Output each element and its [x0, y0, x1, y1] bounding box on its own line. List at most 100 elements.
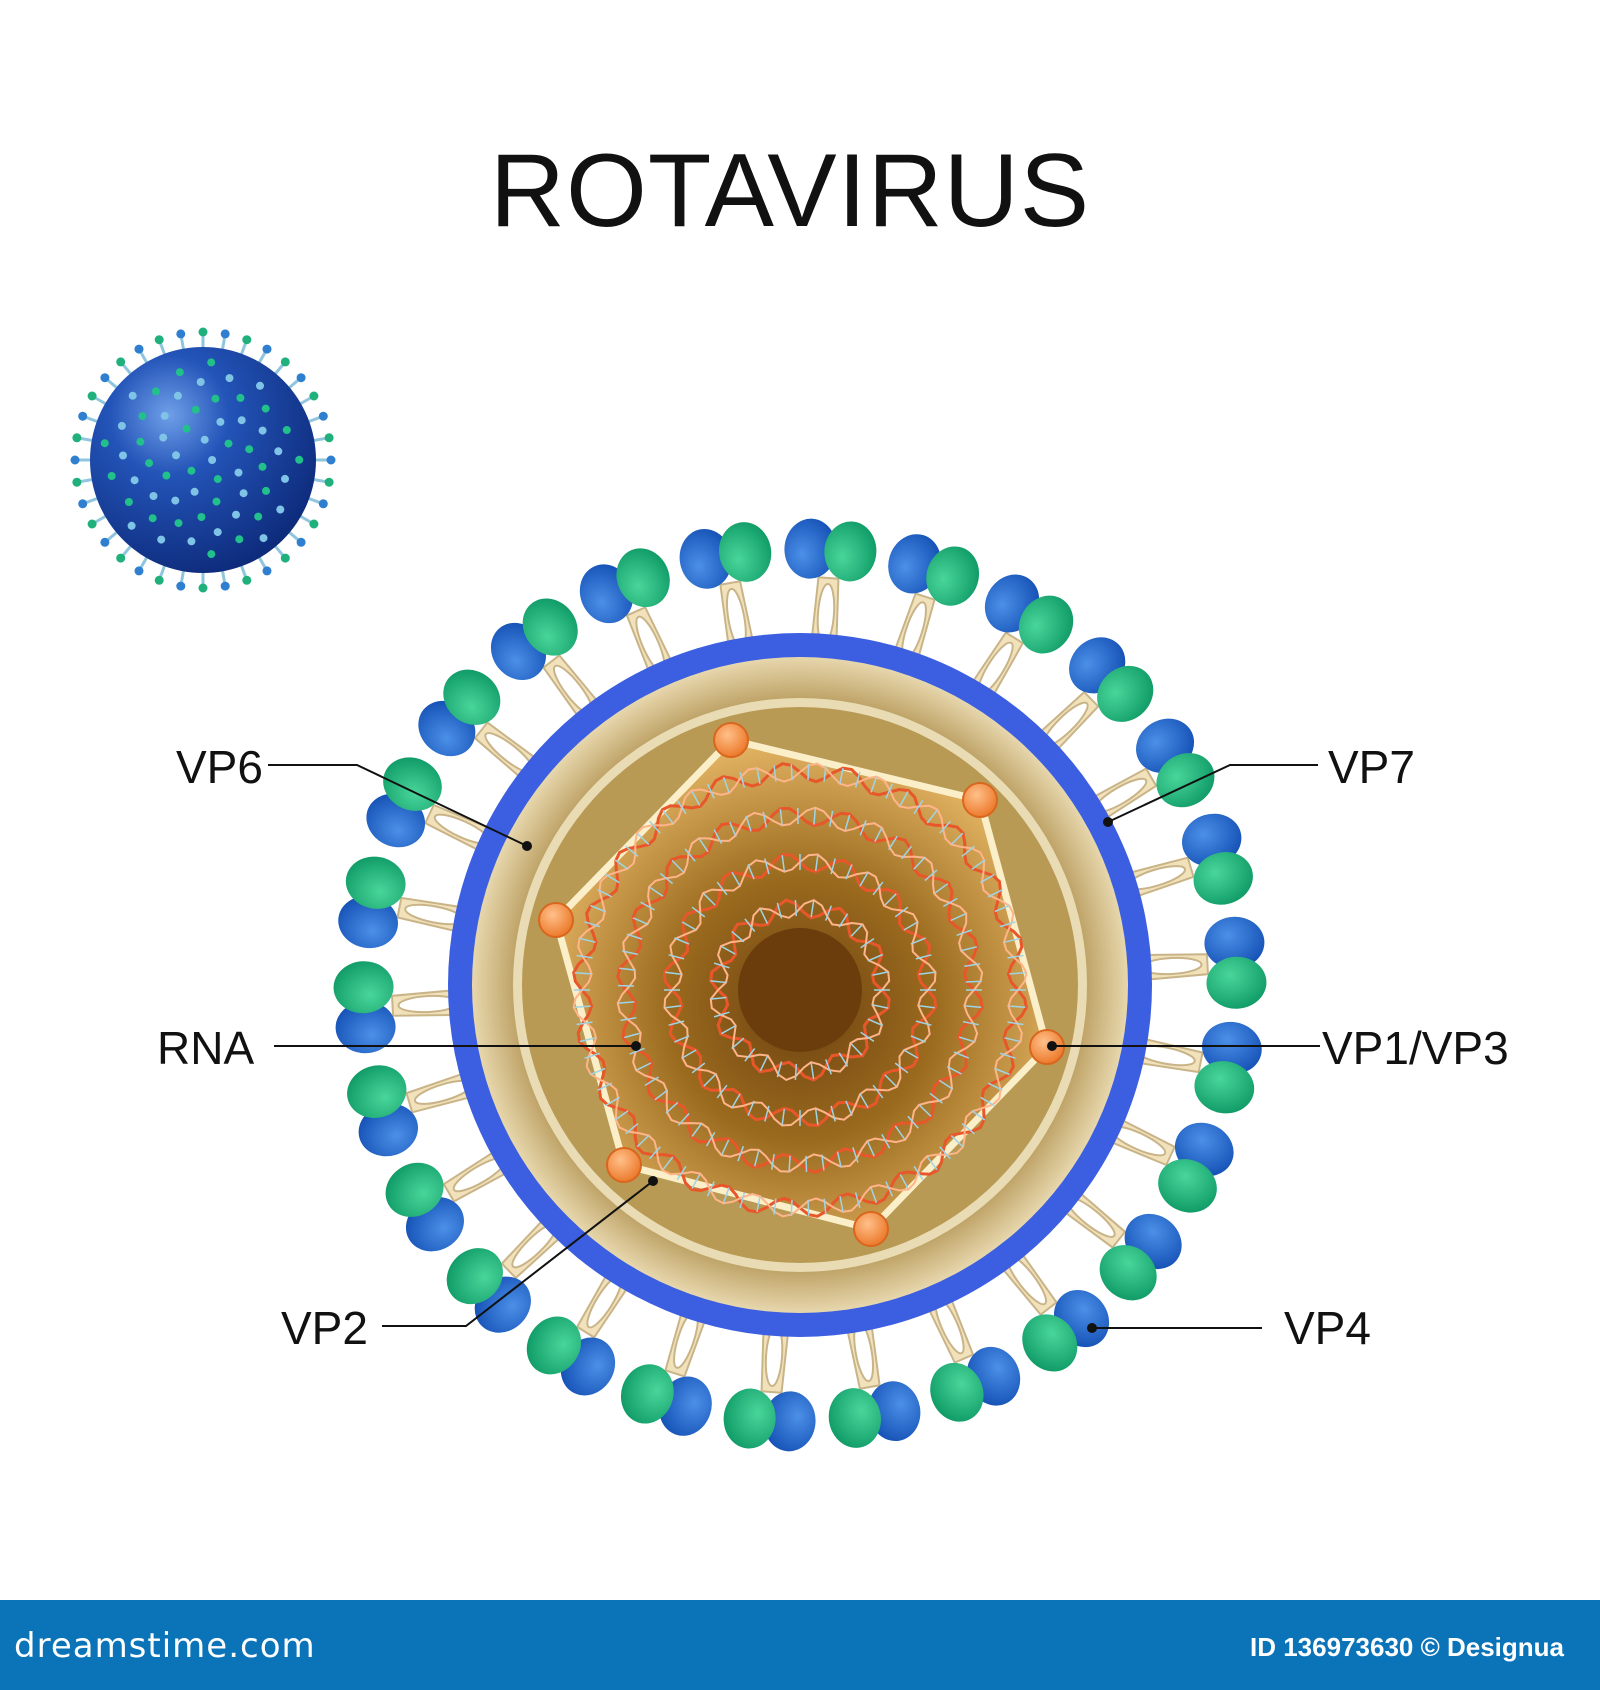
small-surface-protein	[276, 505, 285, 514]
rna-base-pair	[747, 1100, 755, 1116]
rna-base-pair	[1004, 1037, 1021, 1043]
rna-base-pair	[943, 897, 958, 908]
small-spike-head	[262, 344, 272, 354]
rna-base-pair	[698, 838, 709, 853]
small-spike-head	[309, 391, 319, 401]
vp1-vp3-bead	[853, 1211, 889, 1247]
rna-base-pair	[823, 765, 827, 782]
rna-base-pair	[852, 1147, 859, 1163]
rna-base-pair	[884, 893, 897, 906]
small-surface-protein	[258, 426, 267, 435]
spike-head-green	[930, 1362, 984, 1422]
rna-base-pair	[899, 1174, 909, 1189]
small-surface-protein	[258, 462, 267, 471]
rna-base-pair	[844, 814, 851, 831]
small-spike-head	[220, 581, 230, 591]
rna-base-pair	[794, 1063, 798, 1080]
footer-bar: dreamstime.com ID 136973630 © Designua	[0, 1600, 1600, 1690]
rna-base-pair	[691, 1174, 701, 1189]
rna-base-pair	[691, 1123, 703, 1137]
rna-base-pair	[576, 1021, 593, 1026]
rna-base-pair	[649, 820, 661, 834]
rna-dot	[631, 1041, 641, 1051]
rna-base-pair	[824, 1059, 833, 1075]
rna-base-pair	[691, 791, 701, 806]
small-spike-head	[262, 566, 272, 576]
leader-lines	[268, 764, 1320, 1329]
rna-base-pair	[971, 859, 986, 870]
rna-base-pair	[629, 1047, 645, 1055]
rna-base-pair	[918, 1104, 932, 1117]
spike-head-blue	[1202, 1021, 1262, 1075]
rna-base-pair	[929, 1092, 943, 1104]
rna-base-pair	[622, 950, 639, 956]
rna-base-pair	[703, 893, 716, 906]
small-surface-protein	[191, 405, 200, 414]
rna-base-pair	[671, 859, 684, 873]
small-surface-protein	[159, 433, 168, 442]
vp4-spike	[1110, 813, 1253, 905]
leader-dots	[522, 817, 1113, 1333]
vp1-vp3-bead	[713, 722, 749, 758]
small-surface-protein	[200, 435, 209, 444]
rna-base-pair	[756, 767, 761, 784]
rna-base-pair	[913, 1165, 924, 1181]
rna-base-pair	[644, 1076, 659, 1087]
rna-base-pair	[824, 905, 833, 921]
rna-base-pair	[626, 933, 643, 940]
spike-head-green	[526, 1316, 582, 1375]
small-spike-head	[72, 433, 82, 443]
rna-base-pair	[713, 962, 730, 969]
rna-base-pair	[770, 1153, 775, 1170]
rna-base-pair	[926, 809, 938, 824]
small-surface-protein	[190, 487, 199, 496]
small-spike-head	[116, 357, 126, 367]
rna-base-pair	[859, 820, 867, 836]
rna-base-pair	[790, 1199, 793, 1216]
small-spike-head	[309, 519, 319, 529]
small-surface-protein	[207, 358, 216, 367]
vp7-leader	[1107, 764, 1318, 823]
rna-base-pair	[987, 889, 1003, 898]
small-surface-protein	[162, 471, 171, 480]
spike-head-green	[333, 961, 394, 1014]
rna-base-pair	[776, 1061, 783, 1078]
rna-base-pair	[665, 1004, 682, 1009]
rna-base-pair	[836, 1151, 842, 1168]
spike-head-blue	[335, 1001, 396, 1054]
vp1-vp3-enzymes	[538, 722, 1065, 1247]
rna-base-pair	[649, 1146, 661, 1160]
small-surface-protein	[281, 474, 289, 483]
rna-base-pair	[910, 1035, 926, 1043]
rna-base-pair	[764, 858, 770, 875]
rna-base-pair	[867, 1018, 883, 1027]
rna-base-pair	[779, 809, 783, 826]
spike-head-green	[926, 546, 980, 606]
small-surface-protein	[254, 512, 263, 521]
rna-base-pair	[574, 971, 591, 975]
small-spike-head	[220, 329, 230, 339]
rna-strand	[616, 806, 984, 1173]
rna-base-pair	[705, 1132, 716, 1147]
small-spike-head	[324, 477, 334, 487]
rna-base-pair	[971, 1110, 986, 1121]
small-surface-protein	[149, 492, 158, 500]
rna-base-pair	[579, 937, 596, 943]
spike-head-blue	[338, 895, 398, 949]
small-spike-head	[198, 583, 208, 593]
rna-base-pair	[924, 869, 938, 882]
small-surface-protein	[235, 535, 244, 544]
vp4-spike	[723, 1312, 816, 1452]
small-spike-head	[78, 499, 88, 509]
rna-base-pair	[907, 1115, 919, 1129]
rna-base-pair	[894, 1125, 906, 1140]
rna-base-pair	[762, 811, 768, 828]
small-surface-protein	[128, 391, 137, 400]
rna-base-pair	[776, 902, 783, 919]
rna-base-pair	[903, 921, 919, 931]
rna-base-pair	[839, 767, 844, 784]
rna-base-pair	[636, 1135, 650, 1148]
rna-base-pair	[590, 1067, 606, 1076]
rna-base-pair	[934, 883, 949, 894]
rna-base-pair	[872, 881, 884, 896]
